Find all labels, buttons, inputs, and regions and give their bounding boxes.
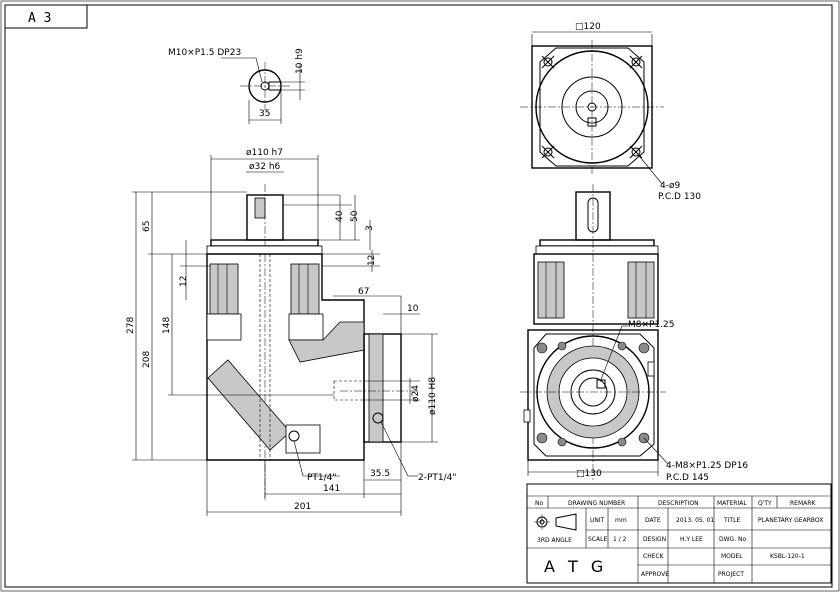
inner-border — [4, 4, 833, 588]
date-value: 2013. 05. 01 — [676, 517, 714, 524]
front-note-tap: M8×P1.25 — [628, 320, 675, 330]
side-view: ø110 h7 ø32 h6 40 50 3 12 — [126, 148, 457, 516]
top-note-holes: 4-ø9 — [660, 181, 680, 191]
flange-step — [206, 245, 323, 255]
dim-key-width: 10 h9 — [295, 48, 305, 74]
sheet-size-label: A 3 — [28, 11, 51, 26]
keyway-note: M10×P1.5 DP23 — [168, 48, 241, 58]
hdr-drawing-number: DRAWING NUMBER — [568, 500, 625, 507]
hdr-no: No — [535, 500, 543, 507]
date-label: DATE — [645, 517, 661, 524]
note-pt-right: 2-PT1/4" — [418, 473, 457, 483]
front-square-flange — [527, 329, 659, 461]
hdr-material: MATERIAL — [717, 500, 747, 507]
front-tap-holes — [536, 341, 650, 447]
hdr-qty: Q'TY — [758, 500, 772, 507]
dim-278: 278 — [126, 317, 136, 334]
dim-148: 148 — [162, 317, 172, 334]
dim-67: 67 — [358, 287, 369, 297]
front-dim-square: □130 — [576, 469, 602, 479]
dim-201: 201 — [294, 502, 311, 512]
front-note-pcd: P.C.D 145 — [666, 473, 709, 483]
output-flange — [210, 239, 319, 247]
hdr-description: DESCRIPTION — [658, 500, 699, 507]
angled-housing — [207, 359, 291, 451]
title-value: PLANETARY GEARBOX — [758, 517, 823, 524]
unit-label: UNIT — [590, 517, 605, 524]
dim-3: 3 — [365, 225, 375, 231]
third-angle-symbol — [534, 513, 577, 531]
dim-shaft-dia: ø32 h6 — [249, 162, 281, 172]
model-label: MODEL — [721, 553, 743, 560]
shaft-key — [254, 197, 266, 219]
dim-50: 50 — [350, 210, 360, 222]
dim-35-5: 35.5 — [370, 469, 390, 479]
check-label: CHECK — [643, 553, 665, 560]
projection-label: 3RD ANGLE — [537, 537, 572, 544]
dim-141: 141 — [323, 484, 340, 494]
dim-bore-flange: ø110 H8 — [428, 377, 438, 415]
dim-65: 65 — [142, 221, 152, 232]
dim-10: 10 — [407, 304, 419, 314]
project-label: PROJECT — [718, 571, 744, 578]
dim-208: 208 — [142, 351, 152, 368]
title-label: TITLE — [723, 517, 740, 524]
top-dim-square: □120 — [575, 22, 601, 32]
approve-label: APPROVE — [641, 571, 669, 578]
model-value: KSBL-120-1 — [770, 553, 805, 560]
scale-label: SCALE — [588, 536, 607, 543]
dim-12-right: 12 — [367, 255, 377, 266]
hdr-remark: REMARK — [790, 500, 816, 507]
scale-value: 1 / 2 — [613, 536, 627, 543]
front-note-taps: 4-M8×P1.25 DP16 — [666, 461, 748, 471]
company-logo: A T G — [544, 557, 607, 576]
top-note-pcd: P.C.D 130 — [658, 192, 701, 202]
dim-shaft-key: 35 — [259, 109, 270, 119]
sheet-size-box — [4, 4, 88, 29]
design-value: H.Y LEE — [680, 536, 703, 543]
unit-value: mm — [615, 517, 627, 524]
pt-plug-right — [372, 412, 384, 424]
title-block: No DRAWING NUMBER DESCRIPTION MATERIAL Q… — [526, 483, 832, 584]
front-view: M8×P1.25 4-M8×P1.25 DP16 P.C.D 145 □130 — [520, 184, 748, 483]
shaft-end-detail: M10×P1.5 DP23 10 h9 35 — [168, 48, 305, 124]
dim-flange-dia: ø110 h7 — [246, 148, 283, 158]
dwg-label: DWG. No — [719, 536, 747, 543]
design-label: DESIGN — [643, 536, 666, 543]
dim-bore: ø24 — [411, 385, 421, 402]
top-view: □120 4-ø9 P.C.D 130 — [520, 22, 701, 202]
note-pt-left: PT1/4" — [307, 473, 337, 483]
dim-40: 40 — [335, 210, 345, 222]
dim-12-left: 12 — [179, 276, 189, 287]
